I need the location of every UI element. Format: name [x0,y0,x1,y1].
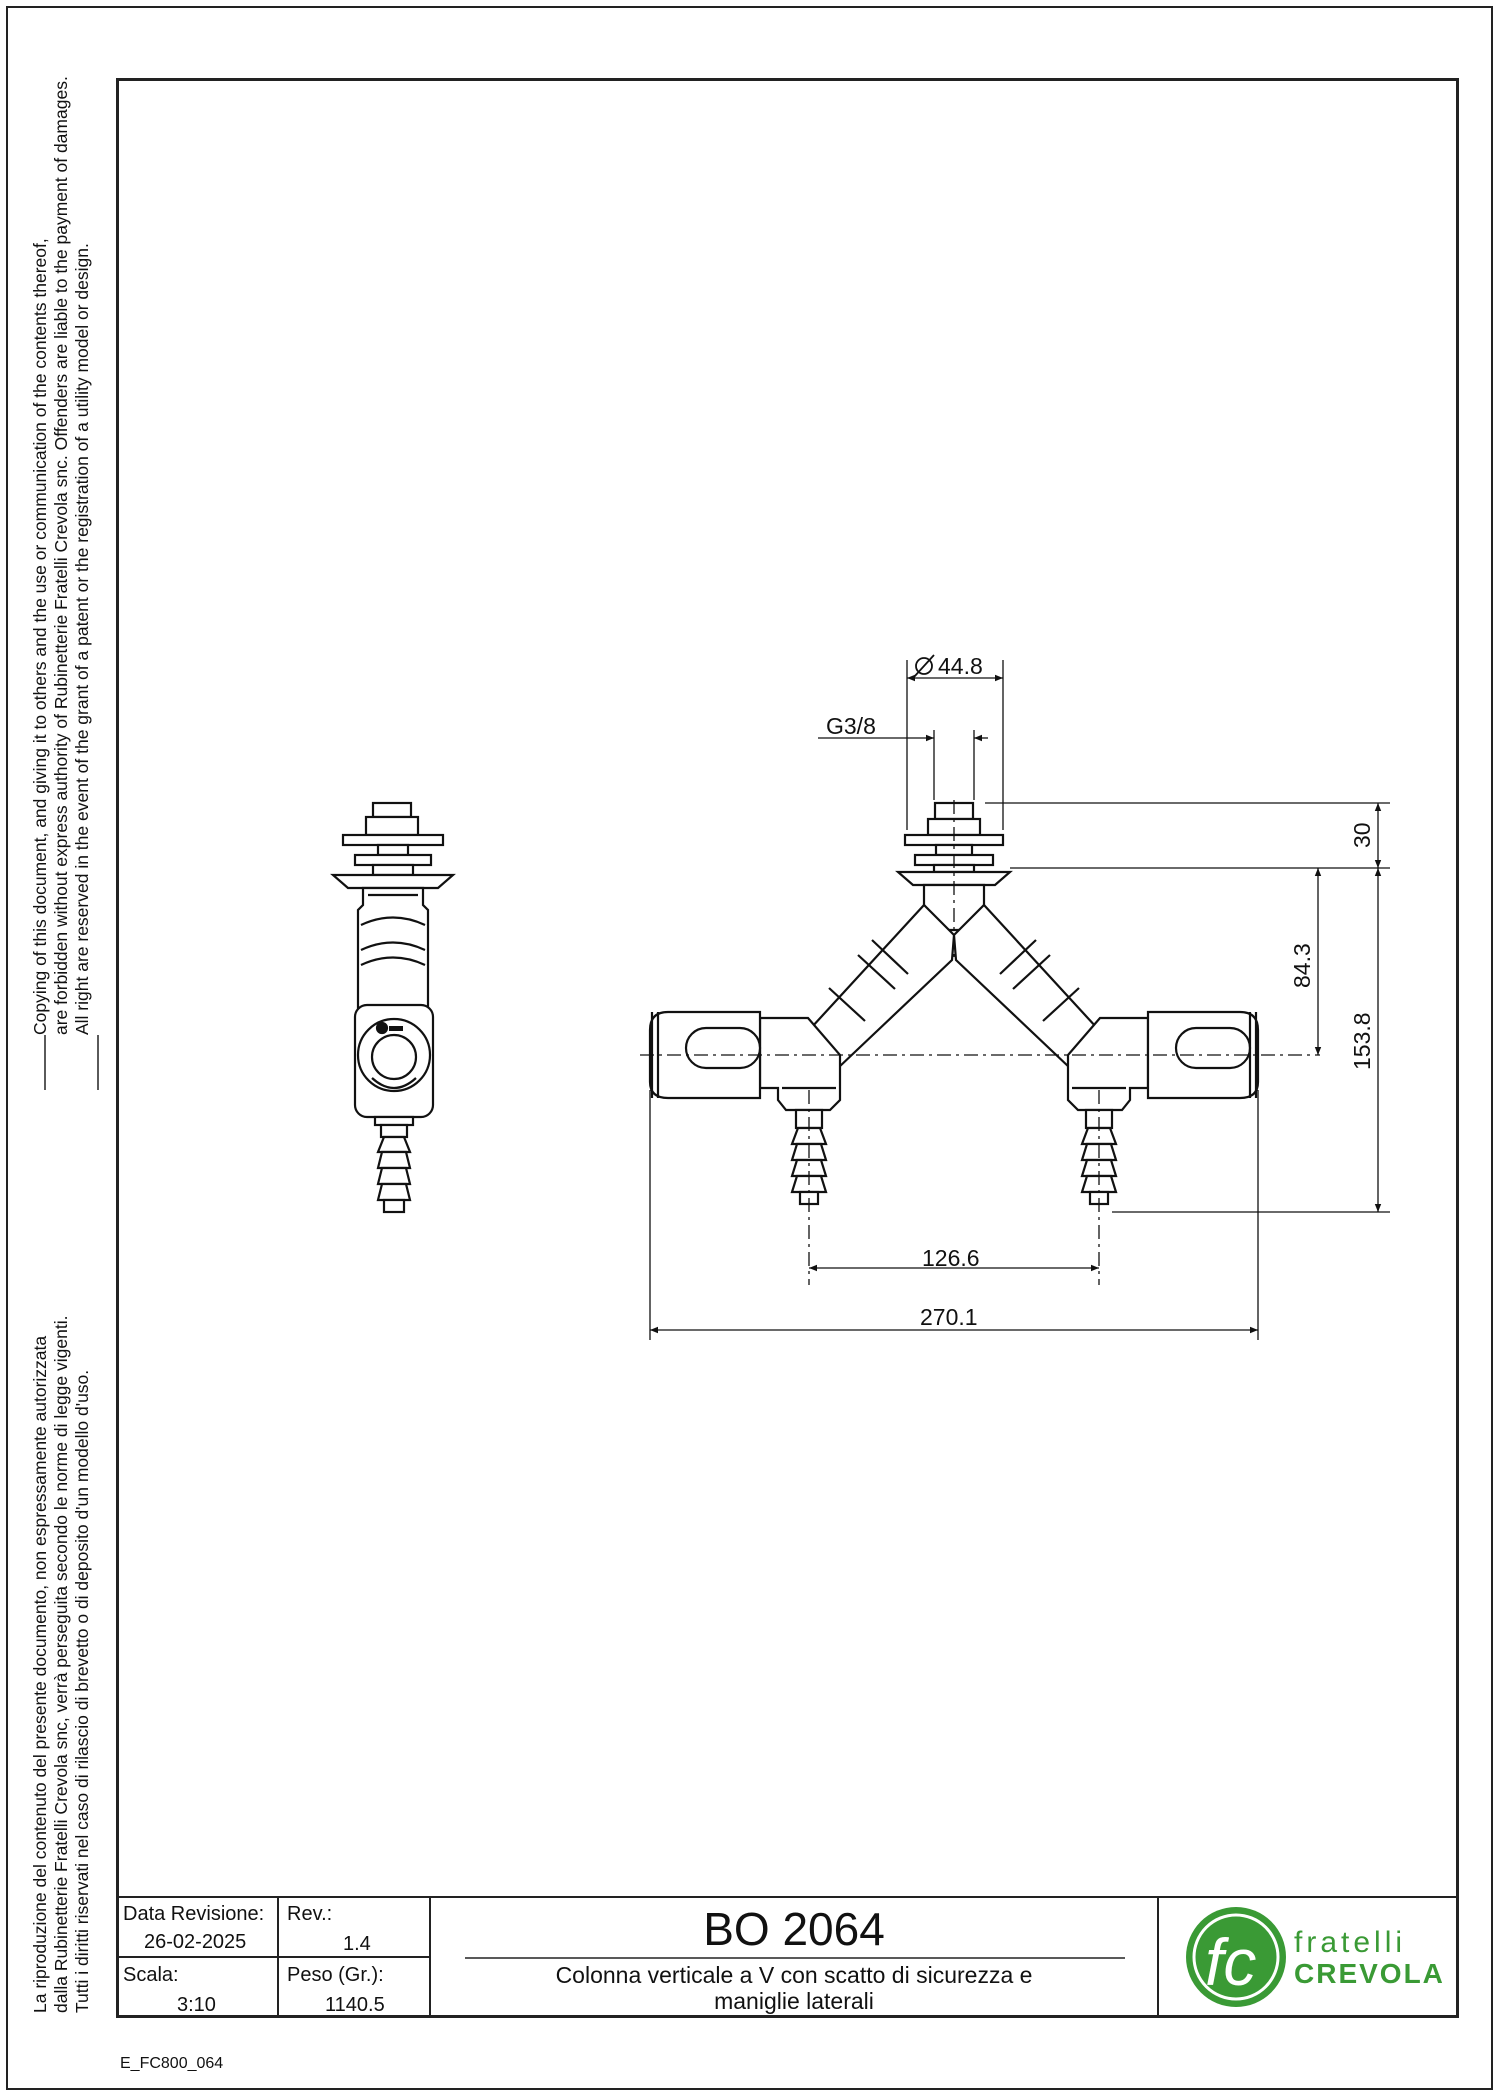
dim-overall-width: 270.1 [920,1304,978,1330]
drawing-code: E_FC800_064 [120,2055,224,2072]
front-view [648,801,1260,1206]
rev-label: Rev.: [287,1903,333,1925]
weight-value: 1140.5 [325,1994,385,2016]
dim-thread: G3/8 [826,713,876,739]
crevola-logo: fc fratelli CREVOLA [1186,1907,1445,2007]
title-block-grid [116,1896,1459,2018]
dim-outlet-spacing: 126.6 [922,1245,980,1271]
description-line-2: maniglie laterali [714,1988,874,2014]
dimension-lines [649,660,1390,1340]
logo-mark: fc [1205,1925,1256,1999]
scale-value: 3:10 [177,1994,216,2016]
scale-label: Scala: [123,1964,179,1986]
dim-height-mid: 84.3 [1289,943,1315,988]
logo-line-1: fratelli [1294,1926,1406,1959]
description-line-1: Colonna verticale a V con scatto di sicu… [555,1962,1033,1988]
weight-label: Peso (Gr.): [287,1964,384,1986]
dim-height-total: 153.8 [1349,1012,1375,1070]
sheet-border [6,6,1493,2090]
product-code: BO 2064 [703,1903,885,1955]
date-revision-value: 26-02-2025 [144,1931,247,1953]
drawing-frame [116,78,1459,2018]
dim-height-top: 30 [1349,822,1375,848]
side-view [330,801,456,1214]
logo-line-2: CREVOLA [1294,1958,1445,1989]
rev-value: 1.4 [343,1933,371,1955]
dim-diameter: 44.8 [938,653,983,679]
date-revision-label: Data Revisione: [123,1903,265,1925]
